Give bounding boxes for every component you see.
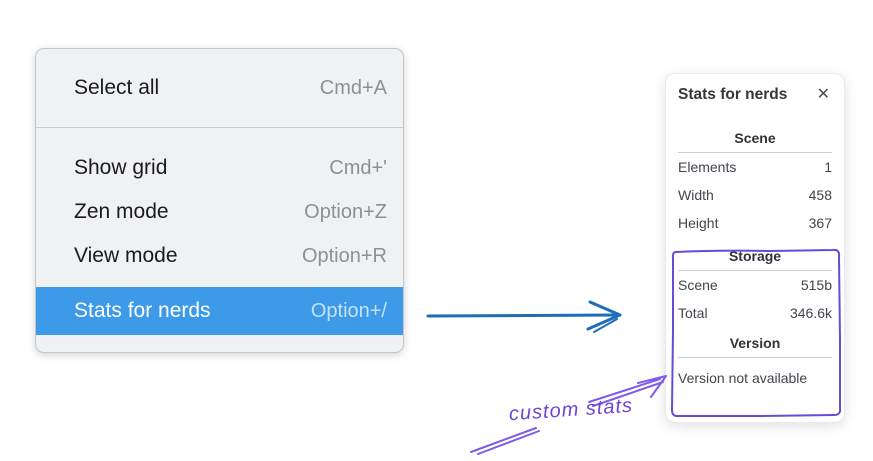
menu-item-label: Select all bbox=[74, 76, 160, 99]
arrow-head-upper bbox=[637, 375, 667, 384]
menu-item-stats-for-nerds[interactable]: Stats for nerds Option+/ bbox=[36, 287, 403, 335]
blue-arrow-head-stroke bbox=[593, 318, 618, 333]
stat-label: Height bbox=[678, 215, 719, 231]
stat-value: 458 bbox=[808, 187, 832, 203]
stat-row-elements: Elements 1 bbox=[678, 153, 832, 181]
menu-item-shortcut: Cmd+A bbox=[319, 76, 387, 99]
stat-value: 346.6k bbox=[789, 305, 832, 321]
menu-item-shortcut: Option+R bbox=[301, 244, 387, 267]
menu-item-label: Stats for nerds bbox=[74, 299, 211, 322]
version-note: Version not available bbox=[678, 370, 808, 386]
menu-item-label: View mode bbox=[74, 244, 178, 267]
menu-item-select-all[interactable]: Select all Cmd+A bbox=[36, 49, 403, 127]
custom-stats-label: custom stats bbox=[508, 394, 634, 426]
section-divider bbox=[678, 152, 832, 153]
blue-arrow-shaft bbox=[426, 313, 619, 318]
menu-item-view-mode[interactable]: View mode Option+R bbox=[36, 234, 403, 278]
section-header-scene: Scene bbox=[734, 130, 776, 146]
section-divider bbox=[678, 357, 832, 358]
stat-label: Elements bbox=[678, 159, 737, 175]
stat-row-total-storage: Total 346.6k bbox=[678, 299, 832, 327]
context-menu: Select all Cmd+A Show grid Cmd+' Zen mod… bbox=[35, 48, 404, 353]
panel-title: Stats for nerds bbox=[678, 86, 788, 103]
stat-row-width: Width 458 bbox=[678, 181, 832, 209]
blue-arrow bbox=[426, 300, 622, 333]
stat-value: 1 bbox=[824, 159, 832, 175]
stat-label: Total bbox=[678, 305, 708, 321]
menu-item-label: Zen mode bbox=[74, 200, 169, 223]
stats-panel-header: Stats for nerds ✕ bbox=[678, 86, 832, 104]
tail-stroke-1 bbox=[470, 427, 537, 453]
menu-item-shortcut: Cmd+' bbox=[329, 156, 387, 179]
menu-section: Show grid Cmd+' Zen mode Option+Z View m… bbox=[36, 128, 403, 352]
stat-value: 367 bbox=[808, 215, 832, 231]
stat-label: Width bbox=[678, 187, 714, 203]
menu-item-label: Show grid bbox=[74, 156, 168, 179]
stat-value: 515b bbox=[800, 277, 832, 293]
menu-item-show-grid[interactable]: Show grid Cmd+' bbox=[36, 146, 403, 190]
close-icon[interactable]: ✕ bbox=[816, 86, 830, 103]
blue-arrow-head bbox=[586, 300, 622, 331]
section-header-storage: Storage bbox=[728, 248, 782, 264]
arrow-head-lower bbox=[650, 375, 667, 398]
stats-panel: Stats for nerds ✕ Scene Elements 1 Width… bbox=[665, 73, 845, 423]
menu-item-zen-mode[interactable]: Zen mode Option+Z bbox=[36, 190, 403, 234]
stat-row-height: Height 367 bbox=[678, 209, 832, 237]
stat-row-scene-storage: Scene 515b bbox=[678, 271, 832, 299]
section-header-version: Version bbox=[729, 335, 781, 351]
tail-stroke-2 bbox=[477, 430, 540, 455]
menu-item-shortcut: Option+/ bbox=[310, 299, 387, 322]
custom-stats-tail-stroke bbox=[470, 427, 540, 455]
menu-divider bbox=[36, 127, 403, 128]
stat-label: Scene bbox=[678, 277, 718, 293]
menu-item-shortcut: Option+Z bbox=[304, 200, 387, 223]
